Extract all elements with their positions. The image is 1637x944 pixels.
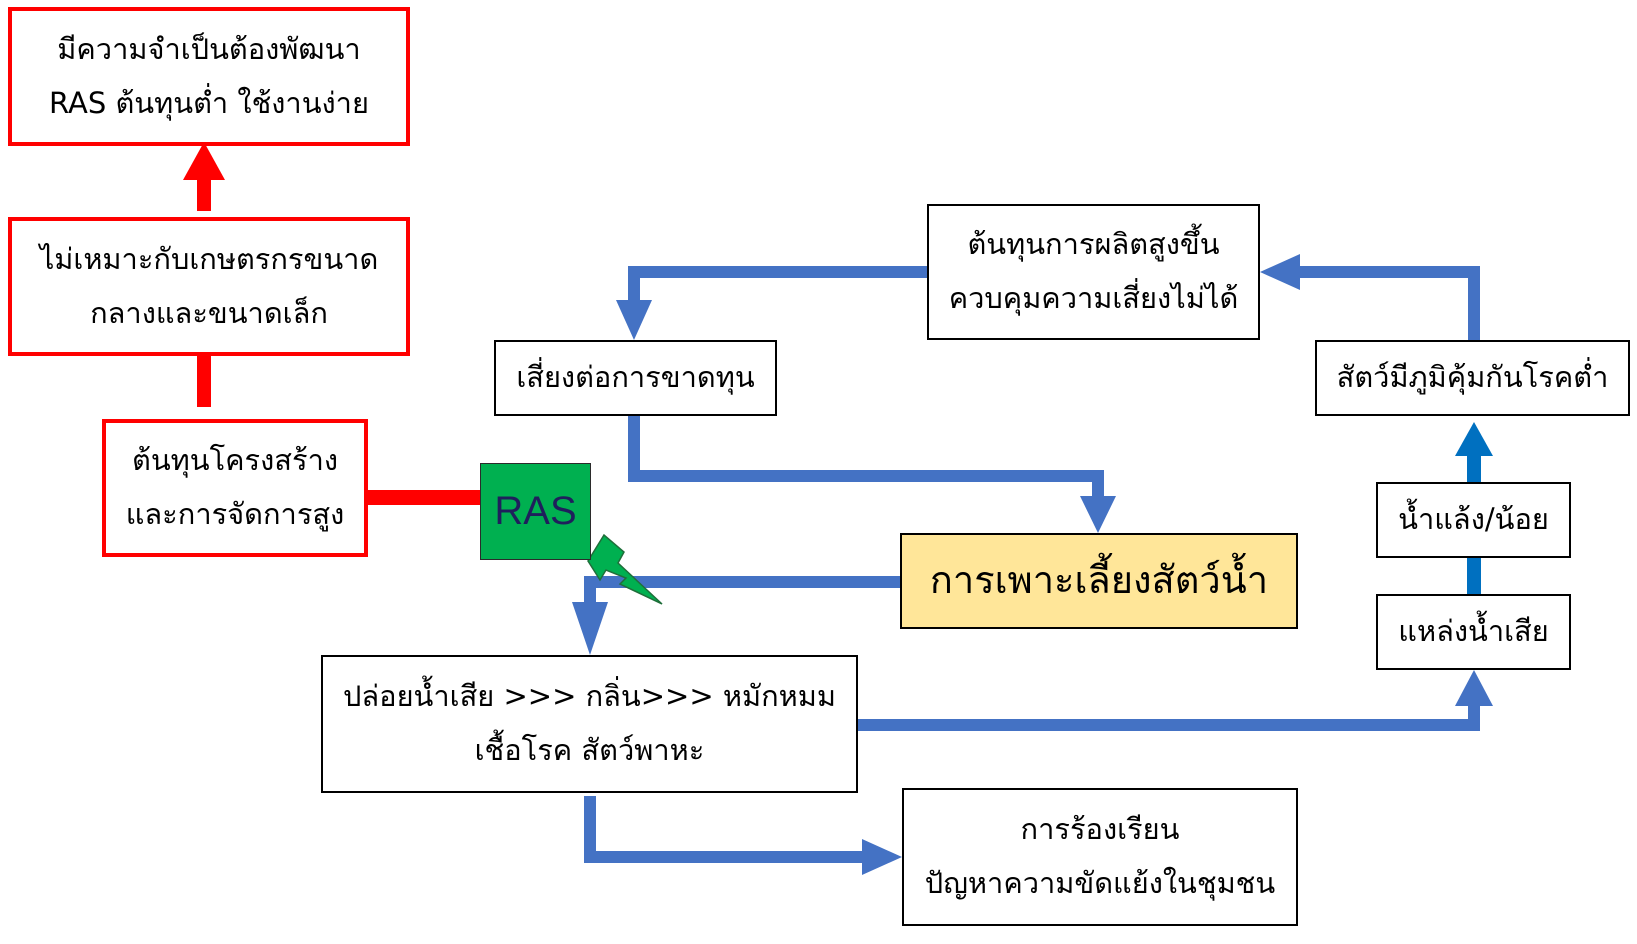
unsuitable-box: ไม่เหมาะกับเกษตรกรขนาด กลางและขนาดเล็ก [8,217,410,356]
blue-connector-immunity-to-cost [1290,266,1480,340]
loss-risk-label: เสี่ยงต่อการขาดทุน [516,360,755,395]
water-shortage-box: น้ำแล้ง/น้อย [1376,482,1571,558]
arrow-up-icon [1455,670,1493,706]
blue-connector-waste-to-source [858,702,1480,731]
high-cost-line1: ต้นทุนโครงสร้าง [131,443,339,478]
arrow-up-icon [1455,422,1493,456]
blue-connector-cost-to-risk [628,266,927,310]
waste-source-box: แหล่งน้ำเสีย [1376,594,1571,670]
waste-source-label: แหล่งน้ำเสีย [1398,614,1549,649]
low-immunity-label: สัตว์มีภูมิคุ้มกันโรคต่ำ [1336,360,1609,395]
production-cost-line2: ควบคุมความเสี่ยงไม่ได้ [948,281,1239,315]
need-development-line2: RAS ต้นทุนต่ำ ใช้งานง่าย [49,85,369,120]
water-shortage-label: น้ำแล้ง/น้อย [1398,502,1549,537]
aquaculture-box: การเพาะเลี้ยงสัตว์น้ำ [900,533,1298,629]
blue-connector-waste-to-complaint [584,796,870,863]
wastewater-line2: เชื้อโรค สัตว์พาหะ [474,733,705,767]
arrow-down-icon [1080,496,1116,533]
arrow-down-icon [572,602,608,655]
blue-connector-source-to-shortage [1467,556,1481,594]
red-connector-ras [354,490,480,505]
need-development-line1: มีความจำเป็นต้องพัฒนา [57,31,361,66]
ras-box: RAS [480,463,591,560]
arrow-left-icon [1260,254,1300,290]
arrow-up-icon [183,142,225,180]
ras-label: RAS [494,489,577,533]
blue-connector-aqua-to-waste [584,576,900,610]
complaint-line2: ปัญหาความขัดแย้งในชุมชน [924,866,1276,900]
aquaculture-label: การเพาะเลี้ยงสัตว์น้ำ [929,558,1269,603]
complaint-box: การร้องเรียน ปัญหาความขัดแย้งในชุมชน [902,788,1298,926]
arrow-right-icon [862,839,902,875]
high-cost-line2: และการจัดการสูง [125,497,345,531]
red-connector-lower [197,339,211,407]
unsuitable-line1: ไม่เหมาะกับเกษตรกรขนาด [39,241,379,276]
wastewater-line1: ปล่อยน้ำเสีย >>> กลิ่น>>> หมักหมม [342,679,837,714]
high-cost-box: ต้นทุนโครงสร้าง และการจัดการสูง [102,419,368,557]
unsuitable-line2: กลางและขนาดเล็ก [90,295,328,330]
complaint-line1: การร้องเรียน [1020,812,1180,847]
lightning-icon [587,533,663,605]
blue-connector-shortage-to-immunity [1467,452,1481,482]
need-development-box: มีความจำเป็นต้องพัฒนา RAS ต้นทุนต่ำ ใช้ง… [8,7,410,146]
production-cost-line1: ต้นทุนการผลิตสูงขึ้น [967,227,1220,262]
wastewater-box: ปล่อยน้ำเสีย >>> กลิ่น>>> หมักหมม เชื้อโ… [321,655,858,793]
low-immunity-box: สัตว์มีภูมิคุ้มกันโรคต่ำ [1315,340,1630,416]
red-connector-up [197,175,211,211]
loss-risk-box: เสี่ยงต่อการขาดทุน [494,340,777,416]
production-cost-box: ต้นทุนการผลิตสูงขึ้น ควบคุมความเสี่ยงไม่… [927,204,1260,340]
blue-connector-risk-to-aqua [628,412,1104,505]
arrow-down-icon [616,300,652,340]
